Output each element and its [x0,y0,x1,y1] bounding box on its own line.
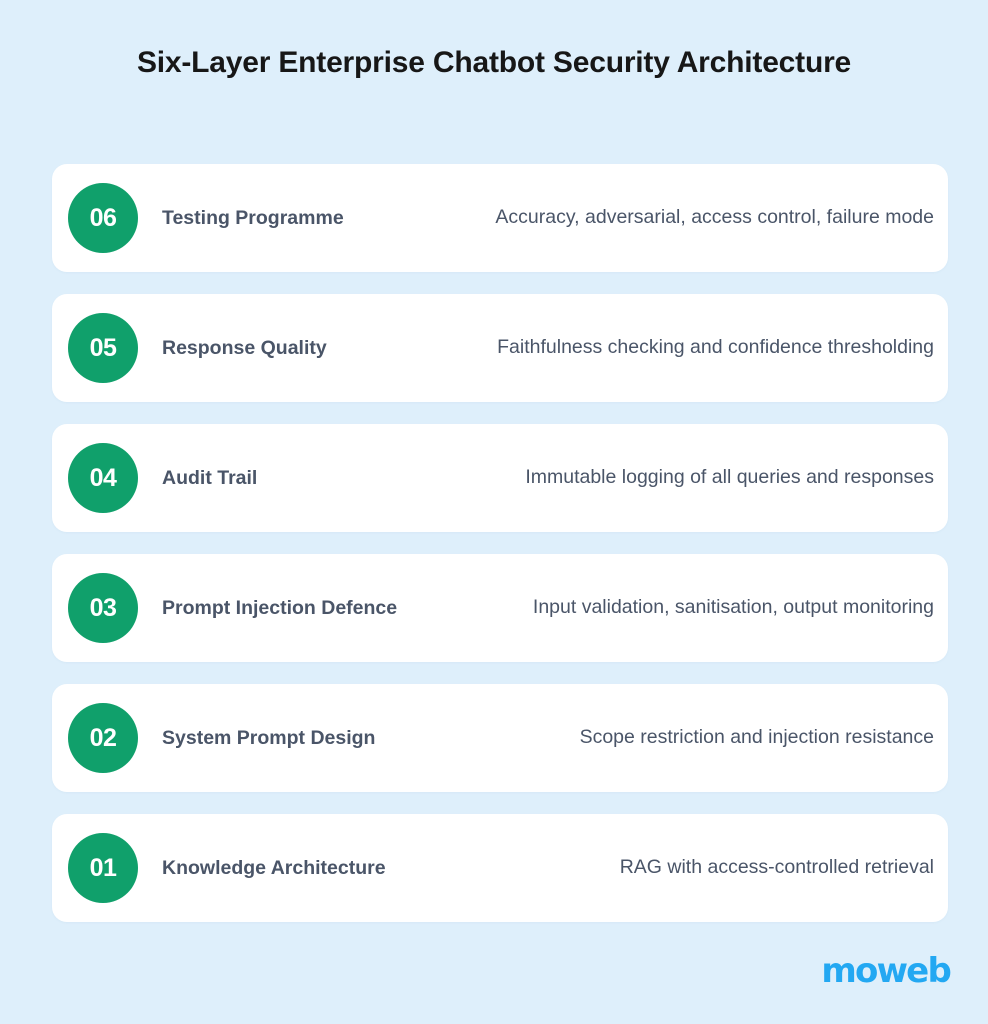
layer-stack: 06 Testing Programme Accuracy, adversari… [52,164,948,922]
layer-card-05[interactable]: 05 Response Quality Faithfulness checkin… [52,294,948,402]
layer-label: Response Quality [162,336,327,359]
layer-label: System Prompt Design [162,726,376,749]
layer-number-badge: 02 [68,703,138,773]
layer-label: Prompt Injection Defence [162,596,398,619]
layer-description: Scope restriction and injection resistan… [579,726,934,749]
layer-card-04[interactable]: 04 Audit Trail Immutable logging of all … [52,424,948,532]
layer-number-badge: 01 [68,833,138,903]
layer-card-06[interactable]: 06 Testing Programme Accuracy, adversari… [52,164,948,272]
layer-description: Immutable logging of all queries and res… [525,466,934,489]
layer-number-badge: 05 [68,313,138,383]
layer-number-badge: 04 [68,443,138,513]
layer-card-03[interactable]: 03 Prompt Injection Defence Input valida… [52,554,948,662]
layer-card-02[interactable]: 02 System Prompt Design Scope restrictio… [52,684,948,792]
layer-description: Input validation, sanitisation, output m… [532,596,934,619]
moweb-logo[interactable]: moweb [821,951,951,991]
layer-number-badge: 03 [68,573,138,643]
layer-card-01[interactable]: 01 Knowledge Architecture RAG with acces… [52,814,948,922]
layer-label: Audit Trail [162,466,258,489]
layer-description: Faithfulness checking and confidence thr… [497,336,934,359]
page-title: Six-Layer Enterprise Chatbot Security Ar… [136,46,852,79]
layer-number-badge: 06 [68,183,138,253]
layer-label: Knowledge Architecture [162,856,386,879]
layer-description: Accuracy, adversarial, access control, f… [495,206,934,229]
layer-label: Testing Programme [162,206,344,229]
layer-description: RAG with access-controlled retrieval [619,856,934,879]
